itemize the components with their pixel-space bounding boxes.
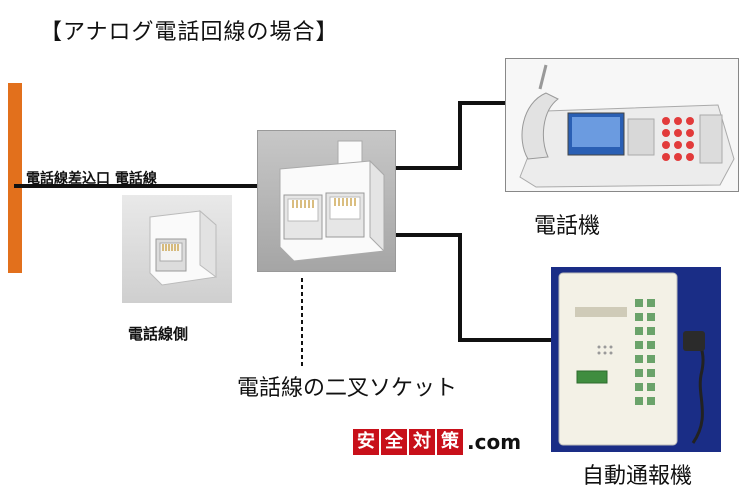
telephone-label: 電話機 [534, 214, 601, 239]
wall-jack-bar [8, 83, 22, 273]
auto-alarm-label: 自動通報機 [582, 464, 693, 489]
auto-alarm-device-photo [551, 267, 721, 452]
badge-char: 対 [409, 429, 435, 455]
splitter-label: 電話線の二叉ソケット [237, 376, 458, 401]
site-logo-badge: 安 全 対 策 .com [353, 428, 521, 456]
jack-side-label: 電話線側 [128, 325, 189, 343]
wire-splitter-to-alarm [396, 233, 552, 342]
wire-splitter-to-phone [396, 101, 507, 170]
modular-jack-photo [122, 195, 232, 303]
splitter-socket-photo [257, 130, 396, 272]
telephone-photo [505, 58, 739, 192]
badge-char: 全 [381, 429, 407, 455]
badge-suffix: .com [467, 430, 522, 454]
badge-char: 策 [437, 429, 463, 455]
wall-jack-label: 電話線差込口 電話線 [26, 171, 157, 187]
badge-char: 安 [353, 429, 379, 455]
page-title: 【アナログ電話回線の場合】 [40, 20, 339, 45]
